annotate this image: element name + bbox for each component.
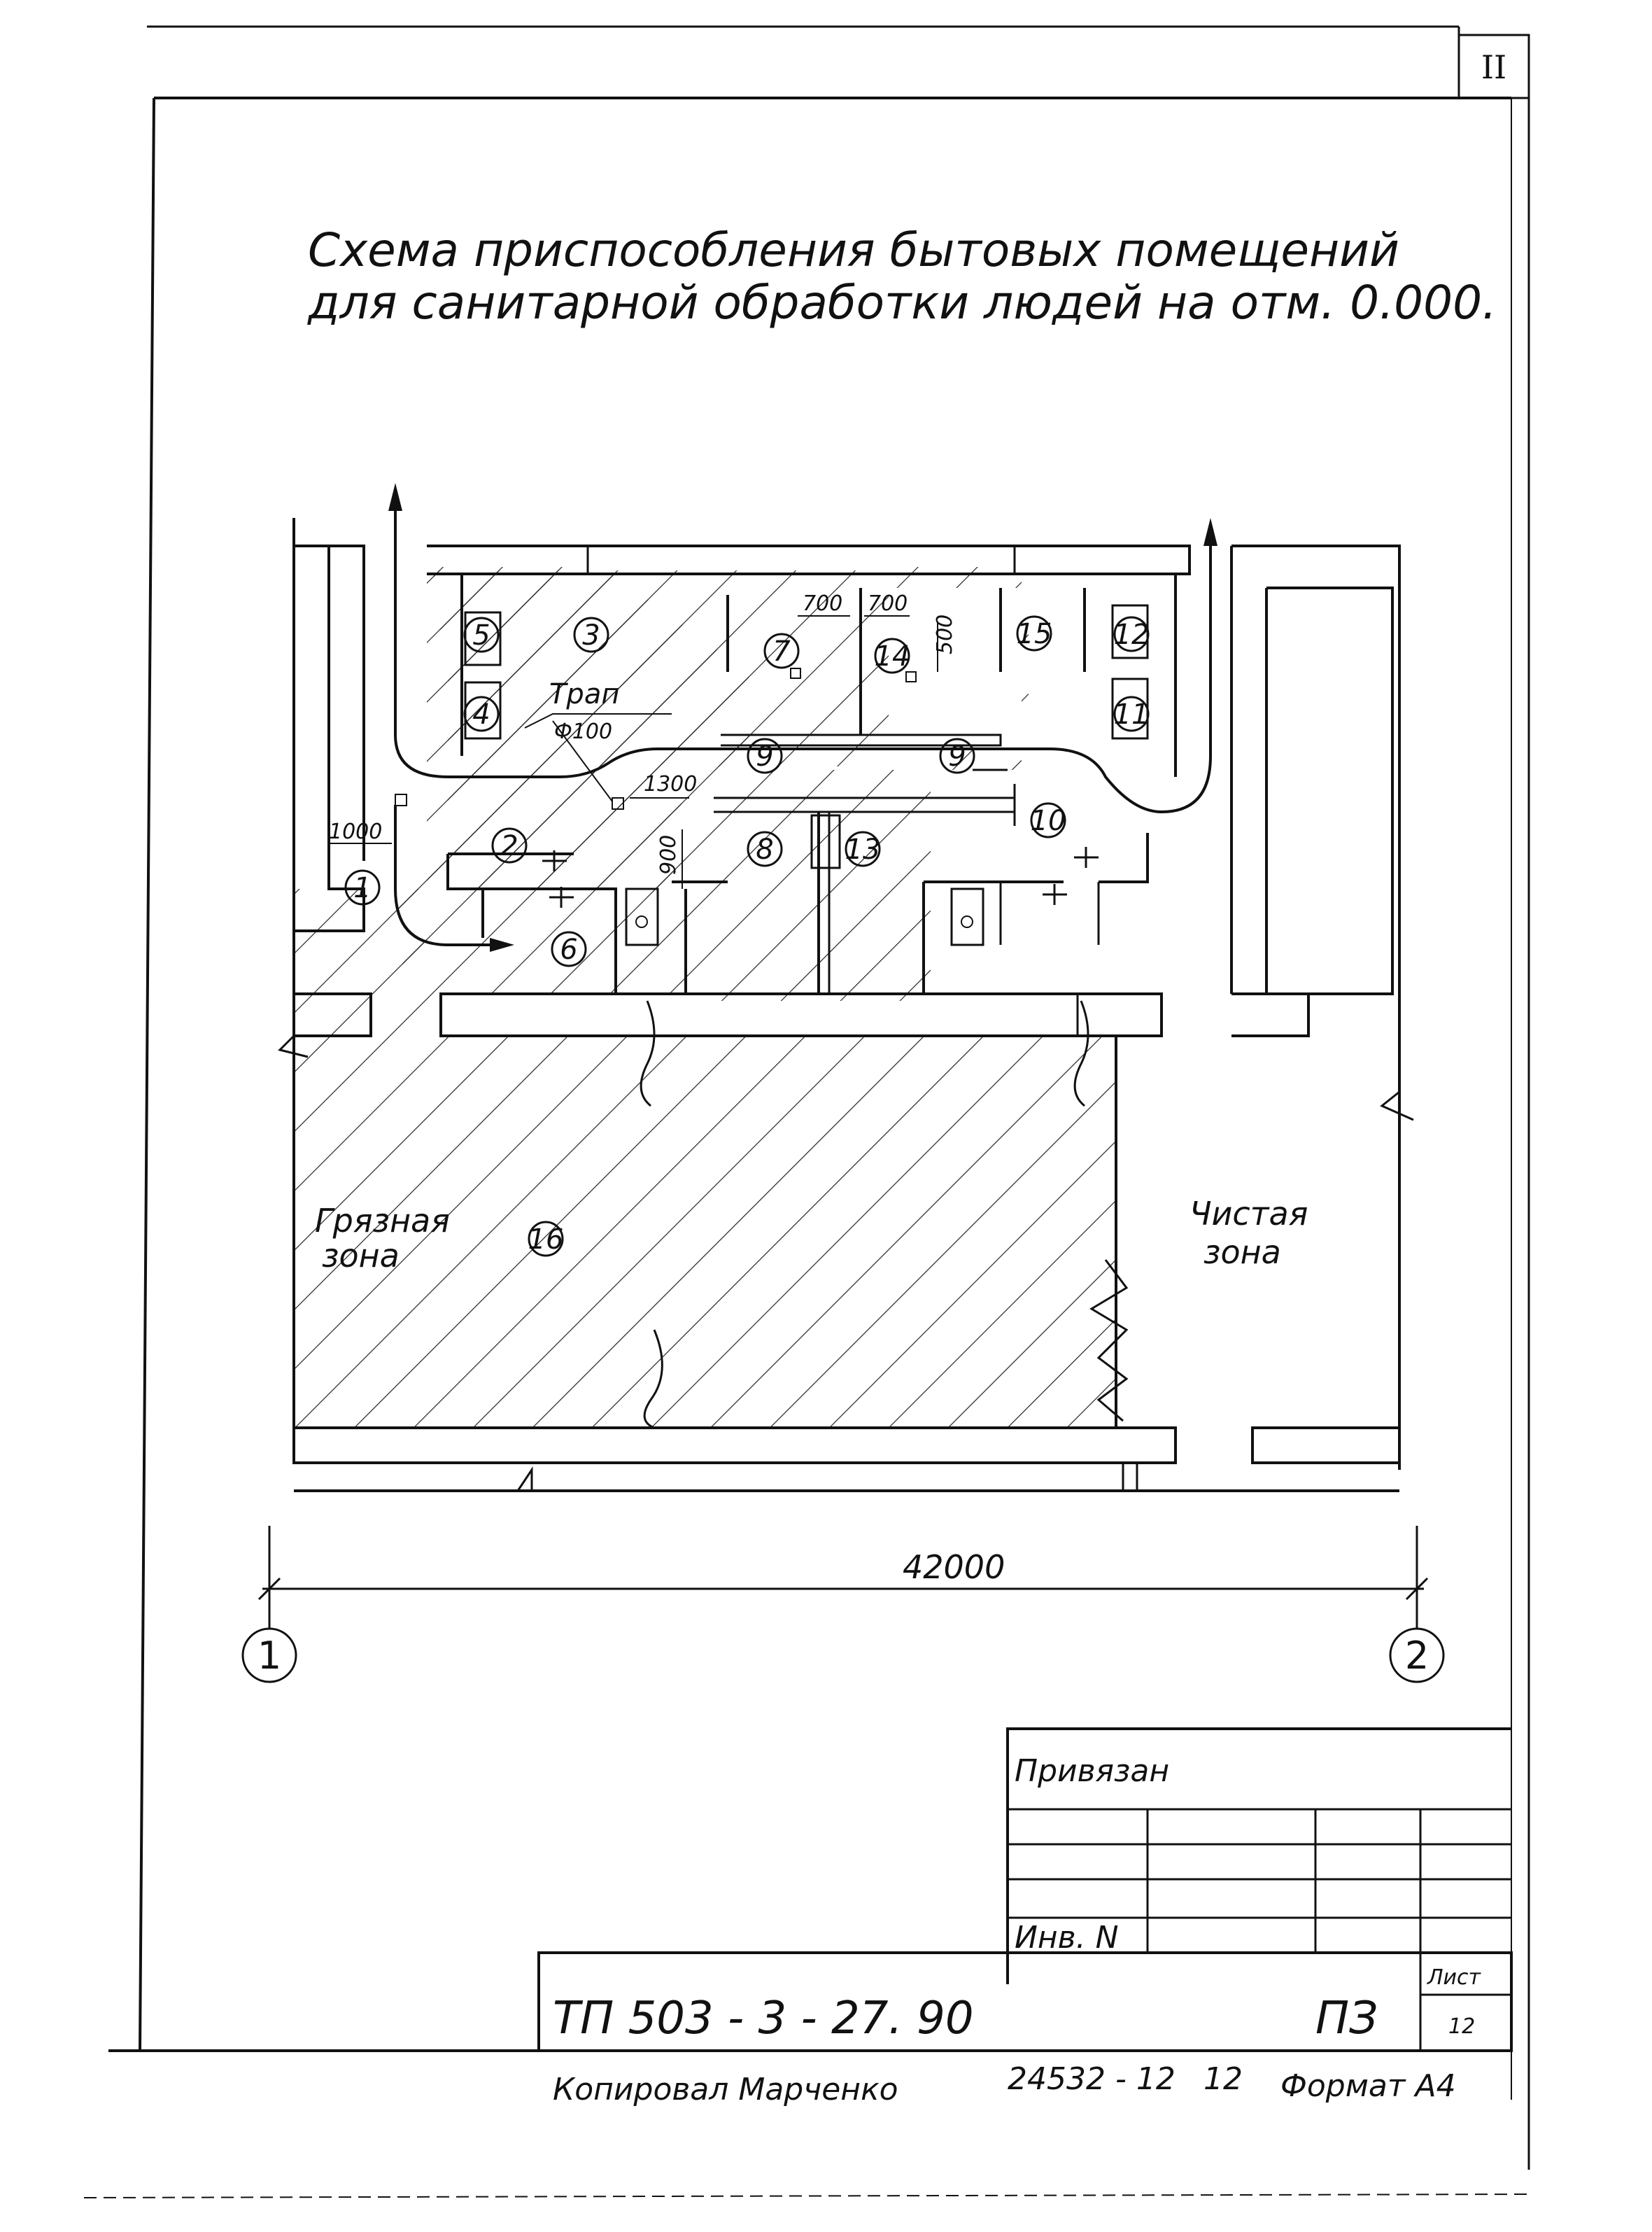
arrow-right-icon: [490, 938, 514, 952]
room-number: 8: [756, 834, 773, 866]
inventory-number-label: Инв. N: [1015, 1920, 1119, 1956]
dimension-1000: 1000: [329, 820, 382, 844]
axis-label-right: 2: [1405, 1634, 1429, 1678]
privyazan-label: Привязан: [1015, 1753, 1169, 1789]
room-number: 4: [472, 699, 490, 731]
copied-by: Копировал Марченко: [553, 2072, 898, 2107]
room-number: 7: [772, 636, 791, 668]
shower-icon: [1074, 847, 1099, 868]
movement-route: [388, 483, 1217, 952]
axis-label-left: 1: [257, 1634, 281, 1678]
overall-dimension: [257, 1526, 1429, 1610]
room-number: 15: [1017, 618, 1052, 650]
drain-size: Ф100: [554, 720, 612, 744]
footer-page-number: 12: [1203, 2061, 1243, 2097]
room-number: 9: [756, 741, 773, 773]
arrow-up-icon: [388, 483, 402, 511]
room-number-markers: [344, 615, 1150, 1257]
interior-partitions: [427, 545, 1191, 994]
room-number: 3: [582, 619, 600, 652]
dimension-1300: 1300: [644, 772, 697, 796]
drain-label: Трап: [549, 678, 620, 710]
room-number: 11: [1114, 699, 1150, 731]
room-number: 1: [353, 872, 371, 904]
paper-format: Формат А4: [1280, 2068, 1456, 2104]
drain-icon: [790, 668, 801, 679]
shower-icon: [542, 850, 567, 871]
arrow-up-icon: [1203, 518, 1217, 546]
dimension-700: 700: [868, 591, 908, 616]
dimension-500: 500: [933, 615, 957, 654]
drain-icon: [612, 797, 624, 810]
order-number: 24532 - 12: [1008, 2061, 1176, 2097]
overall-dimension-value: 42000: [903, 1548, 1005, 1586]
hatched-strip-lower: [294, 994, 441, 1036]
dirty-zone-label: зона: [322, 1237, 400, 1275]
dirty-zone-label: Грязная: [315, 1202, 450, 1240]
shower-icon: [549, 887, 574, 908]
project-code: ТП 503 - 3 - 27. 90: [553, 1993, 974, 2044]
clean-zone-label: зона: [1203, 1233, 1281, 1271]
sheet-frame: [83, 25, 1530, 2198]
room-number: 14: [875, 640, 910, 673]
title-block: [537, 1727, 1513, 2052]
section-code: ПЗ: [1315, 1993, 1378, 2044]
room-number-labels: 1 2 3 4 5 6 7 8 9 9 10 11 12 13 14 15 16: [353, 618, 1149, 1256]
shower-icon: [1043, 884, 1067, 905]
list-number: 12: [1448, 2014, 1475, 2039]
floor-plan: 1 2 3 4 5 6 7 8 9 9 10 11 12 13 14 15 16…: [241, 483, 1445, 1683]
building-walls: [278, 518, 1414, 1492]
room-number: 9: [948, 741, 966, 773]
dimension-lines: [329, 615, 938, 889]
room-number: 13: [845, 834, 881, 866]
drain-leader-line: [552, 720, 613, 802]
drawing-title-line1: Схема приспособления бытовых помещений: [308, 223, 1399, 277]
drain-icon: [905, 671, 917, 682]
sheet-number-box: [1457, 34, 1530, 99]
list-label: Лист: [1427, 1965, 1482, 1990]
drawing-title-line2: для санитарной обработки людей на отм. 0…: [307, 276, 1497, 330]
room-number: 12: [1114, 619, 1150, 651]
clean-zone-label: Чистая: [1189, 1195, 1308, 1233]
sheet-number: II: [1481, 48, 1506, 86]
room-number: 6: [560, 934, 577, 966]
room-number: 16: [528, 1223, 564, 1256]
hatched-area-dirty-zone: [294, 1036, 1116, 1428]
dimension-900: 900: [656, 835, 681, 875]
dimension-700: 700: [803, 591, 842, 616]
room-number: 5: [472, 619, 490, 652]
drain-leader-line: [524, 713, 672, 729]
room-number: 2: [500, 830, 518, 862]
drain-icon: [395, 794, 407, 806]
room-number: 10: [1031, 805, 1066, 837]
